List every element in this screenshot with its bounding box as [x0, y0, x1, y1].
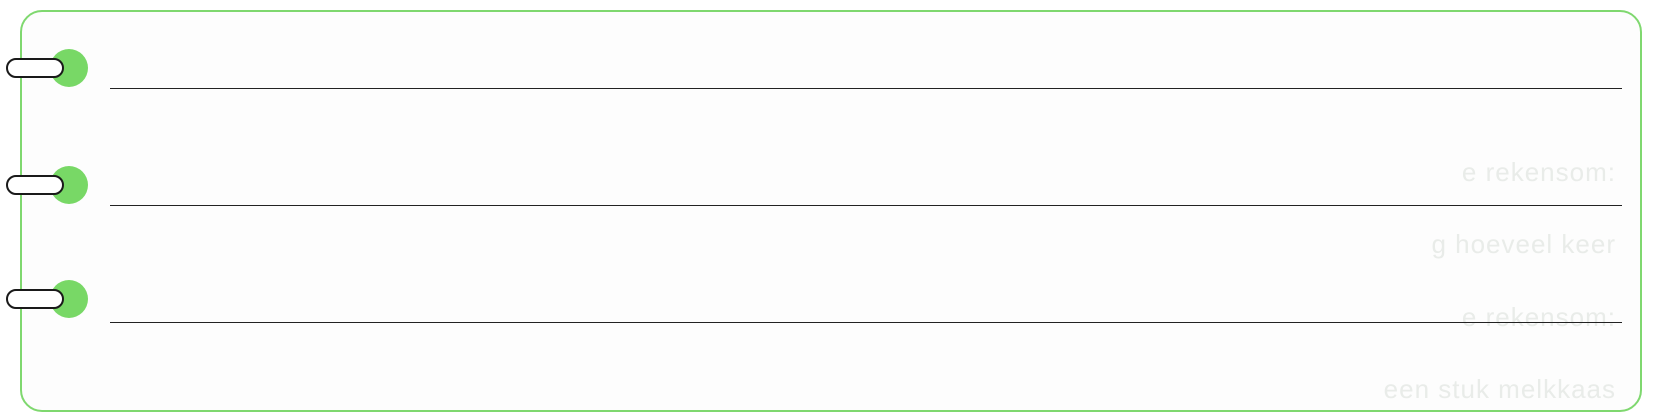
show-through-text: g hoeveel keer — [1431, 229, 1616, 259]
binder-ring-icon — [6, 289, 64, 309]
binder-ring-icon — [6, 175, 64, 195]
answer-line-3[interactable] — [110, 322, 1622, 323]
show-through-text: een stuk melkkaas — [1383, 374, 1616, 404]
answer-line-2[interactable] — [110, 205, 1622, 206]
binder-ring-icon — [6, 58, 64, 78]
notepad-card: e rekensom: g hoeveel keer e rekensom: e… — [20, 10, 1642, 412]
answer-line-1[interactable] — [110, 88, 1622, 89]
show-through-text: e rekensom: — [1461, 302, 1616, 332]
show-through-text: e rekensom: — [1461, 157, 1616, 187]
